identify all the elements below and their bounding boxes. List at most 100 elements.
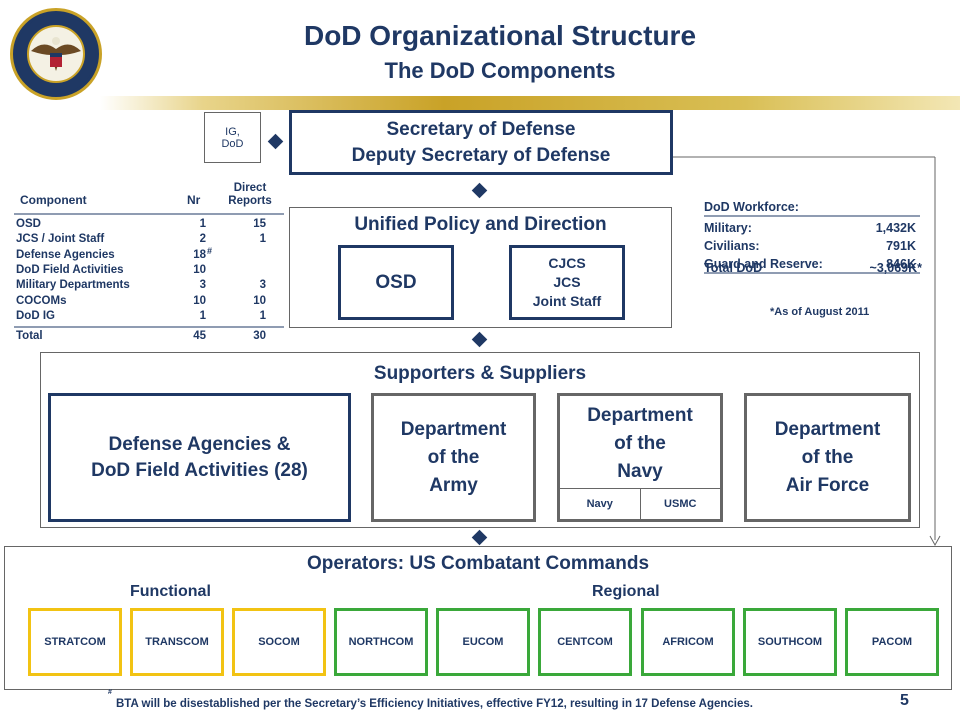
operators-title: Operators: US Combatant Commands — [306, 553, 650, 574]
air-force-line3: Air Force — [785, 474, 870, 496]
secretary-of-defense-box: Secretary of Defense Deputy Secretary of… — [289, 110, 673, 175]
army-line1: Department — [400, 418, 507, 440]
department-navy-box: Department of the Navy Navy USMC — [557, 393, 723, 522]
ig-label-line2: DoD — [221, 137, 244, 150]
table-header-component: Component — [20, 193, 87, 207]
direct-label: Direct — [233, 182, 267, 194]
workforce-total-value: ~3,069K* — [869, 261, 922, 275]
table-cell-component: OSD — [16, 218, 41, 230]
table-row: Defense Agencies 18# — [14, 245, 284, 261]
navy-sub-components: Navy USMC — [560, 488, 720, 519]
defense-agencies-box: Defense Agencies & DoD Field Activities … — [48, 393, 351, 522]
table-header-nr: Nr — [187, 193, 201, 207]
workforce-label: Civilians: — [704, 239, 760, 253]
workforce-value: 1,432K — [875, 221, 916, 235]
table-total-row: Total 45 30 — [14, 330, 284, 342]
table-cell-direct: 15 — [253, 218, 266, 230]
table-cell-component: DoD Field Activities — [16, 263, 124, 276]
army-line3: Army — [429, 474, 478, 496]
table-cell-component: Total — [16, 330, 43, 342]
footnote-mark: # — [108, 689, 112, 696]
table-row: JCS / Joint Staff 2 1 — [14, 233, 284, 245]
command-box-eucom: EUCOM — [436, 608, 530, 676]
workforce-title: DoD Workforce: — [704, 200, 799, 214]
table-row: Military Departments 3 3 — [14, 279, 284, 291]
jcs-label: JCS — [553, 274, 581, 290]
workforce-total-label: Total DoD — [704, 261, 763, 275]
reports-label: Reports — [228, 195, 272, 207]
table-cell-component: Military Departments — [16, 279, 130, 292]
navy-line2: of the — [614, 433, 666, 454]
joint-staff-label: Joint Staff — [532, 293, 602, 309]
deputy-secretary-label: Deputy Secretary of Defense — [351, 144, 611, 166]
field-activities-label: DoD Field Activities (28) — [91, 459, 308, 481]
table-cell-nr: 18 — [193, 248, 206, 261]
air-force-line1: Department — [774, 418, 881, 440]
command-box-pacom: PACOM — [845, 608, 939, 676]
workforce-label: Military: — [704, 221, 752, 235]
osd-label: OSD — [375, 271, 417, 293]
workforce-row: Military: 1,432K — [704, 221, 916, 235]
table-row: OSD 1 15 — [14, 218, 284, 230]
workforce-row: Civilians: 791K — [704, 239, 916, 253]
table-cell-component: JCS / Joint Staff — [16, 233, 105, 246]
table-cell-direct: 3 — [259, 279, 266, 292]
navy-sub-navy: Navy — [560, 489, 641, 519]
secretary-label: Secretary of Defense — [386, 118, 576, 140]
command-box-transcom: TRANSCOM — [130, 608, 224, 676]
workforce-row: Guard and Reserve: 846K — [704, 257, 916, 271]
ig-label-line1: IG, — [225, 125, 240, 138]
regional-label: Regional — [592, 583, 660, 600]
table-cell-direct: 10 — [253, 294, 266, 307]
command-box-southcom: SOUTHCOM — [743, 608, 837, 676]
eagle-seal-graphic — [16, 14, 96, 94]
defense-agencies-label: Defense Agencies & — [108, 433, 291, 455]
air-force-line2: of the — [801, 446, 854, 468]
ig-dod-box: IG, DoD — [204, 112, 261, 163]
functional-label: Functional — [130, 583, 211, 600]
cjcs-box: CJCS JCS Joint Staff — [509, 245, 625, 320]
table-cell-nr: 10 — [193, 294, 206, 307]
table-cell-nr: 3 — [199, 279, 206, 292]
command-box-africom: AFRICOM — [641, 608, 735, 676]
unified-policy-title: Unified Policy and Direction — [354, 214, 607, 235]
navy-sub-usmc: USMC — [664, 498, 697, 510]
table-cell-nr: 1 — [199, 218, 206, 230]
table-cell-component: DoD IG — [16, 309, 55, 322]
dod-seal-icon — [10, 8, 102, 100]
workforce-value: 846K — [886, 257, 916, 271]
command-box-socom: SOCOM — [232, 608, 326, 676]
workforce-label: Guard and Reserve: — [704, 257, 823, 271]
army-line2: of the — [427, 446, 480, 468]
table-row: DoD Field Activities 10 — [14, 264, 284, 276]
workforce-value: 791K — [886, 239, 916, 253]
table-cell-footnote-mark: # — [207, 245, 213, 256]
supporters-title: Supporters & Suppliers — [373, 363, 587, 384]
osd-box: OSD — [338, 245, 454, 320]
department-air-force-box: Department of the Air Force — [744, 393, 911, 522]
command-box-centcom: CENTCOM — [538, 608, 632, 676]
workforce-total-row: Total DoD ~3,069K* — [704, 261, 922, 275]
command-box-stratcom: STRATCOM — [28, 608, 122, 676]
table-header-direct-reports: Direct Reports — [224, 182, 276, 208]
department-army-box: Department of the Army — [371, 393, 536, 522]
table-cell-nr: 1 — [199, 309, 206, 322]
table-cell-direct: 1 — [259, 309, 266, 322]
cjcs-label: CJCS — [548, 255, 586, 271]
table-cell-nr: 45 — [193, 330, 206, 342]
table-cell-nr: 10 — [193, 263, 206, 276]
page-title: DoD Organizational Structure — [303, 20, 697, 51]
navy-line1: Department — [587, 405, 693, 426]
workforce-note: *As of August 2011 — [770, 306, 870, 318]
table-cell-direct: 30 — [253, 330, 266, 342]
table-cell-component: COCOMs — [16, 294, 67, 307]
table-cell-nr: 2 — [199, 233, 206, 246]
table-row: DoD IG 1 1 — [14, 310, 284, 322]
gold-divider-bar — [100, 96, 960, 110]
table-row: COCOMs 10 10 — [14, 295, 284, 307]
table-cell-component: Defense Agencies — [16, 248, 115, 261]
navy-line3: Navy — [617, 461, 663, 482]
table-cell-direct: 1 — [259, 233, 266, 246]
command-box-northcom: NORTHCOM — [334, 608, 428, 676]
